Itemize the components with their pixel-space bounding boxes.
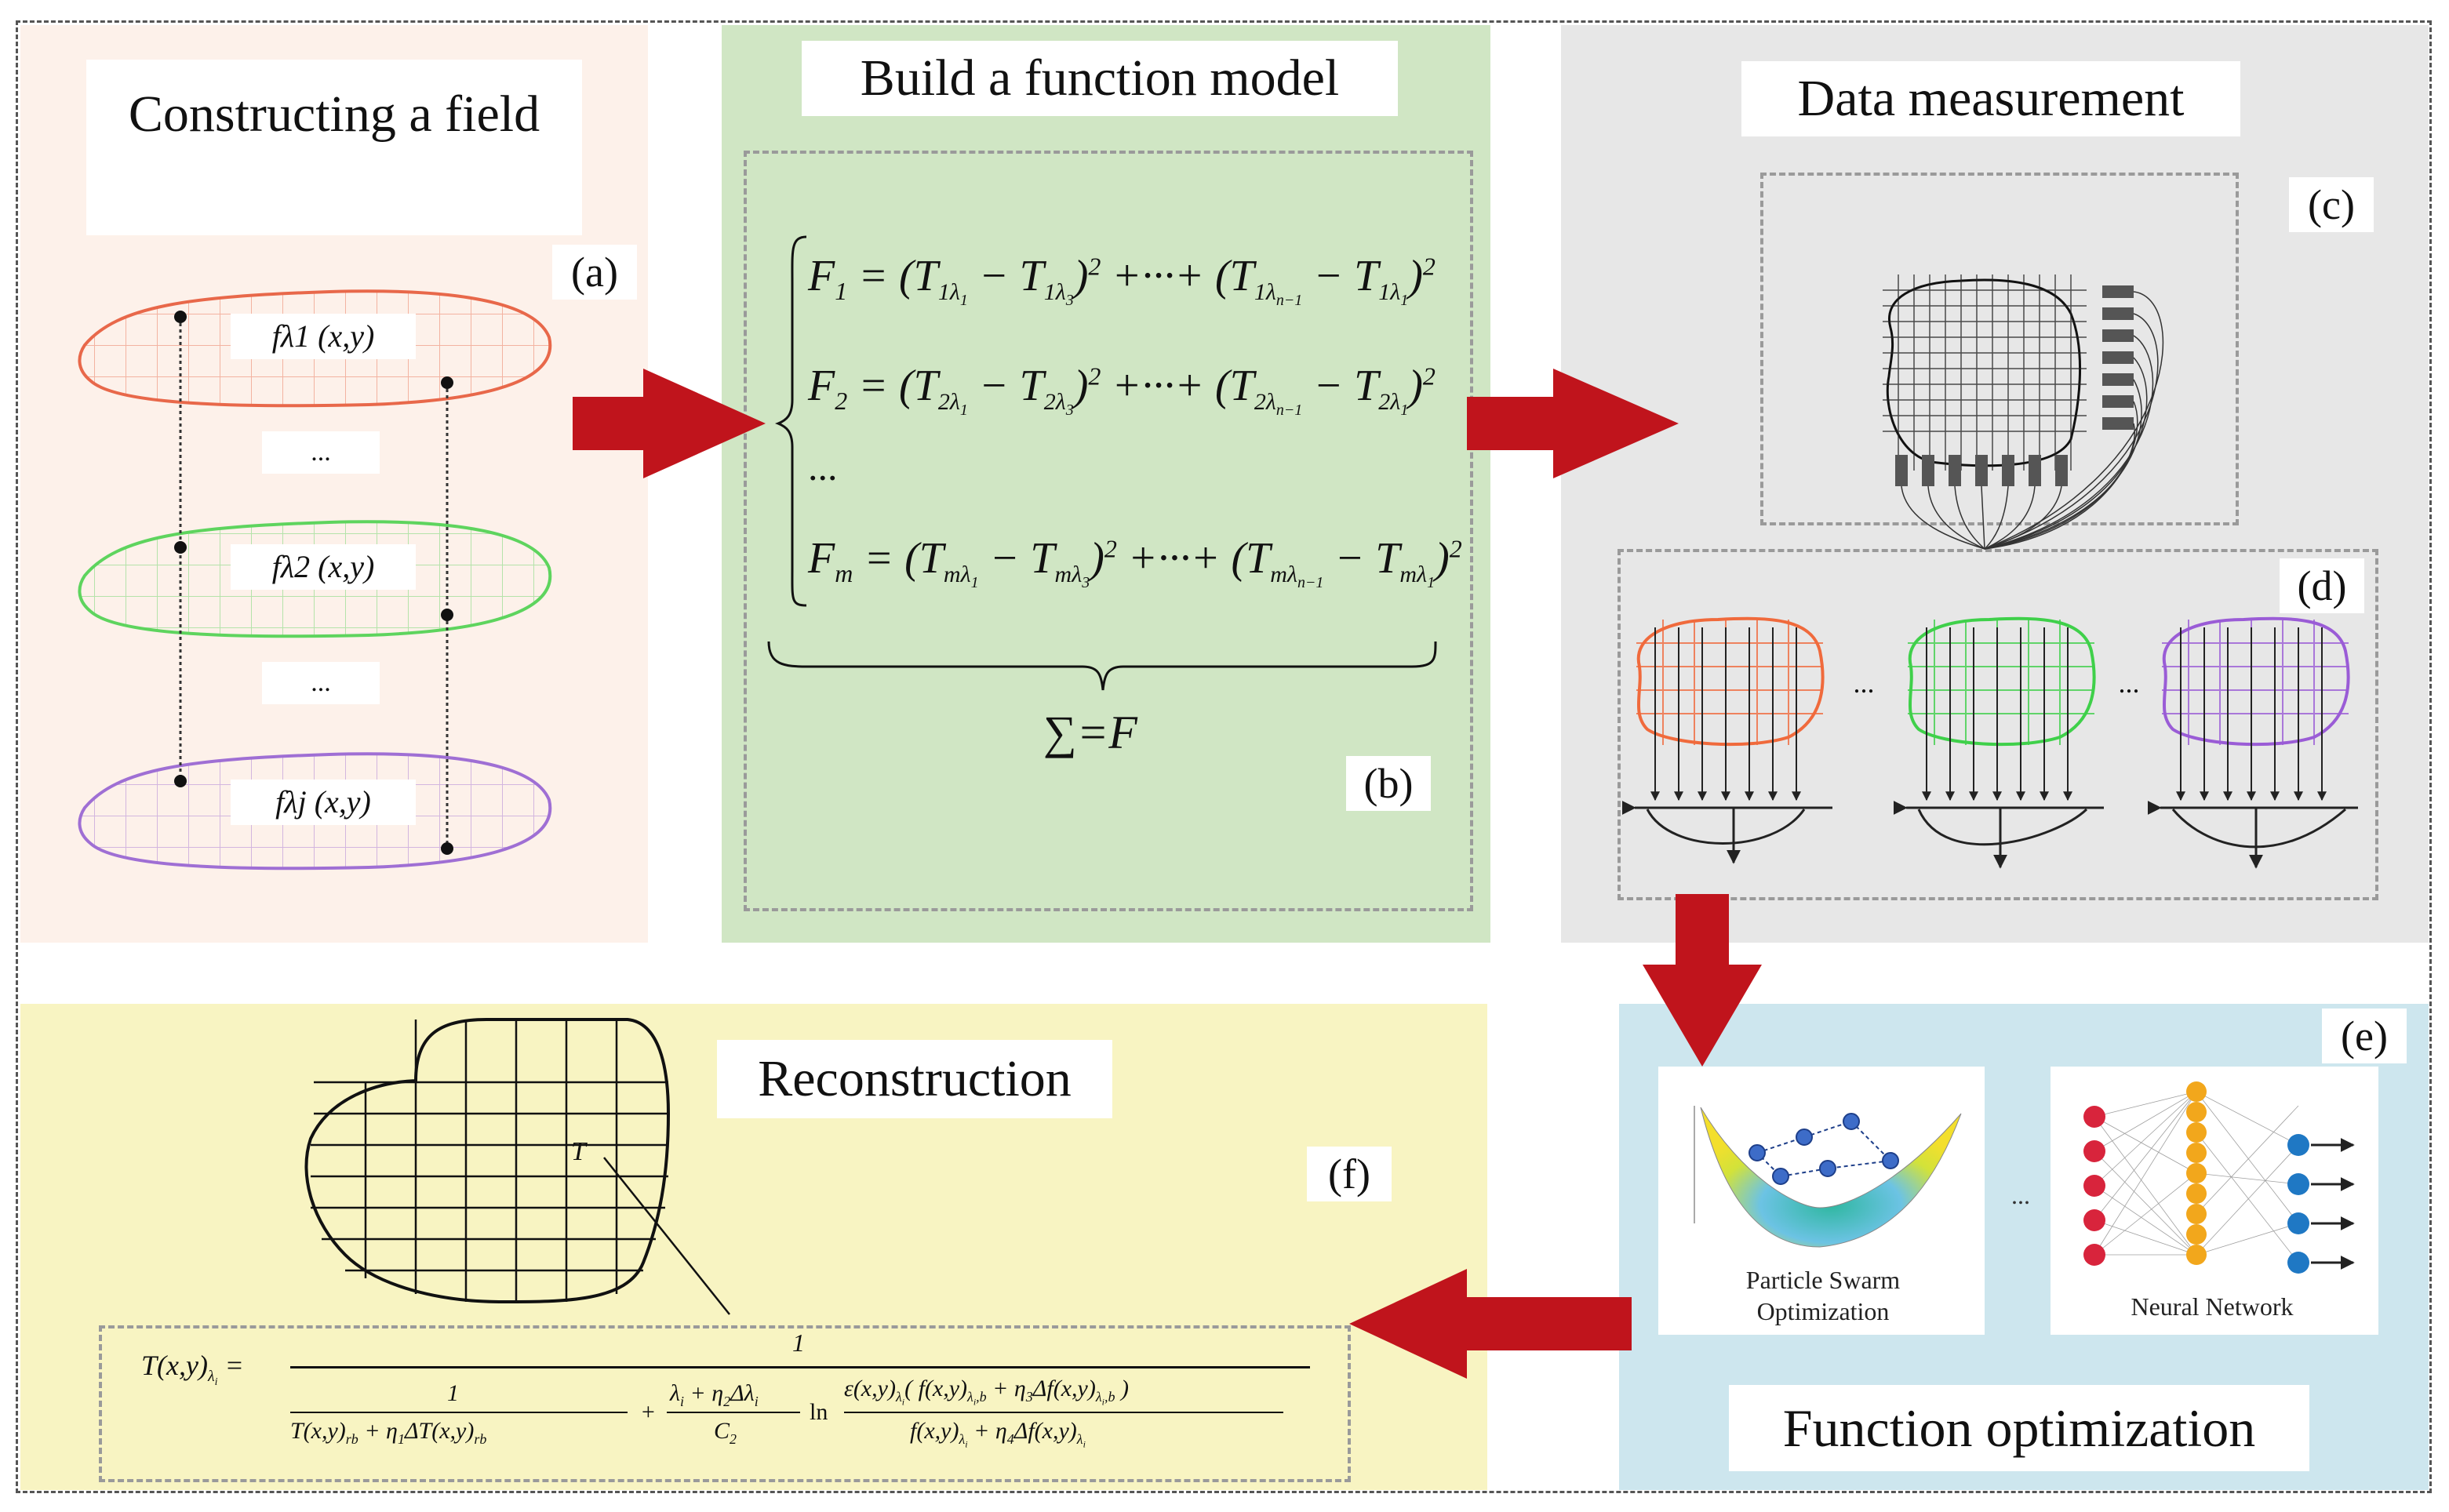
flow-arrows [573,369,1762,1379]
panel-cd-background [1561,25,2429,943]
field-ellipsis-2: ... [262,662,380,704]
panel-d-dashed-box [1618,549,2378,900]
optimization-ellipsis: ... [2011,1181,2030,1209]
projection-grid-3 [2147,616,2358,869]
arrow-a-to-b [573,369,766,478]
panel-c-sensor-layout [1883,274,2164,550]
panel-b-equations [774,235,807,607]
neural-network [2083,1081,2355,1274]
panel-f-formula-box [99,1325,1351,1482]
panel-a-title: Constructing a field [86,60,582,235]
panel-e-title: Function optimization [1729,1385,2309,1471]
panel-e-images [1658,1067,2378,1335]
projection-grid-2 [1893,616,2104,869]
panel-b-title: Build a function model [802,41,1398,116]
sum-equals-f: ∑=F [1043,707,1137,758]
panel-d-projections [1621,616,2358,869]
field-label-3: fλj (x,y) [231,780,416,825]
panel-d-label: (d) [2280,558,2364,613]
panel-c-title: Data measurement [1741,61,2240,136]
projection-ellipsis-2: ... [2118,667,2140,699]
arrow-d-to-e [1643,894,1762,1067]
pso-surface [1694,1106,1962,1248]
panel-f-title: Reconstruction [717,1040,1112,1118]
panel-b-dashed-box [744,151,1473,911]
panel-c-label: (c) [2289,177,2374,232]
projection-ellipsis-1: ... [1853,667,1875,699]
panel-c-dashed-box [1760,173,2239,525]
field-label-2: fλ2 (x,y) [231,544,416,590]
reconstruction-formula: T(x,y)λi = 1 1 T(x,y)rb + η1ΔT(x,y)rb + … [133,1328,1341,1477]
panel-b-label: (b) [1346,756,1431,811]
equation-1: F1 = (T1λ1 − T1λ3)2 +···+ (T1λn−1 − T1λ1… [808,252,1436,310]
panel-b-brace [767,641,1437,691]
equation-m: Fm = (Tmλ1 − Tmλ3)2 +···+ (Tmλn−1 − Tmλ1… [808,534,1462,592]
nn-caption: Neural Network [2131,1292,2294,1321]
projection-grid-1 [1621,616,1832,864]
field-ellipsis-1: ... [262,431,380,474]
outer-dashed-border [16,20,2432,1493]
arrow-b-to-c [1467,369,1679,478]
panel-f-label: (f) [1307,1147,1392,1201]
panel-f-reconstruction-grid [304,1018,730,1315]
panel-a-label: (a) [552,245,637,300]
equation-2: F2 = (T2λ1 − T2λ3)2 +···+ (T2λn−1 − T2λ1… [808,362,1436,420]
field-label-1: fλ1 (x,y) [231,314,416,359]
equation-ellipsis: ... [808,445,838,489]
panel-e-label: (e) [2322,1009,2407,1063]
reconstruction-point-label: T [571,1137,586,1166]
pso-caption: Particle Swarm Optimization [1745,1266,1901,1325]
arrow-e-to-f [1349,1269,1632,1379]
